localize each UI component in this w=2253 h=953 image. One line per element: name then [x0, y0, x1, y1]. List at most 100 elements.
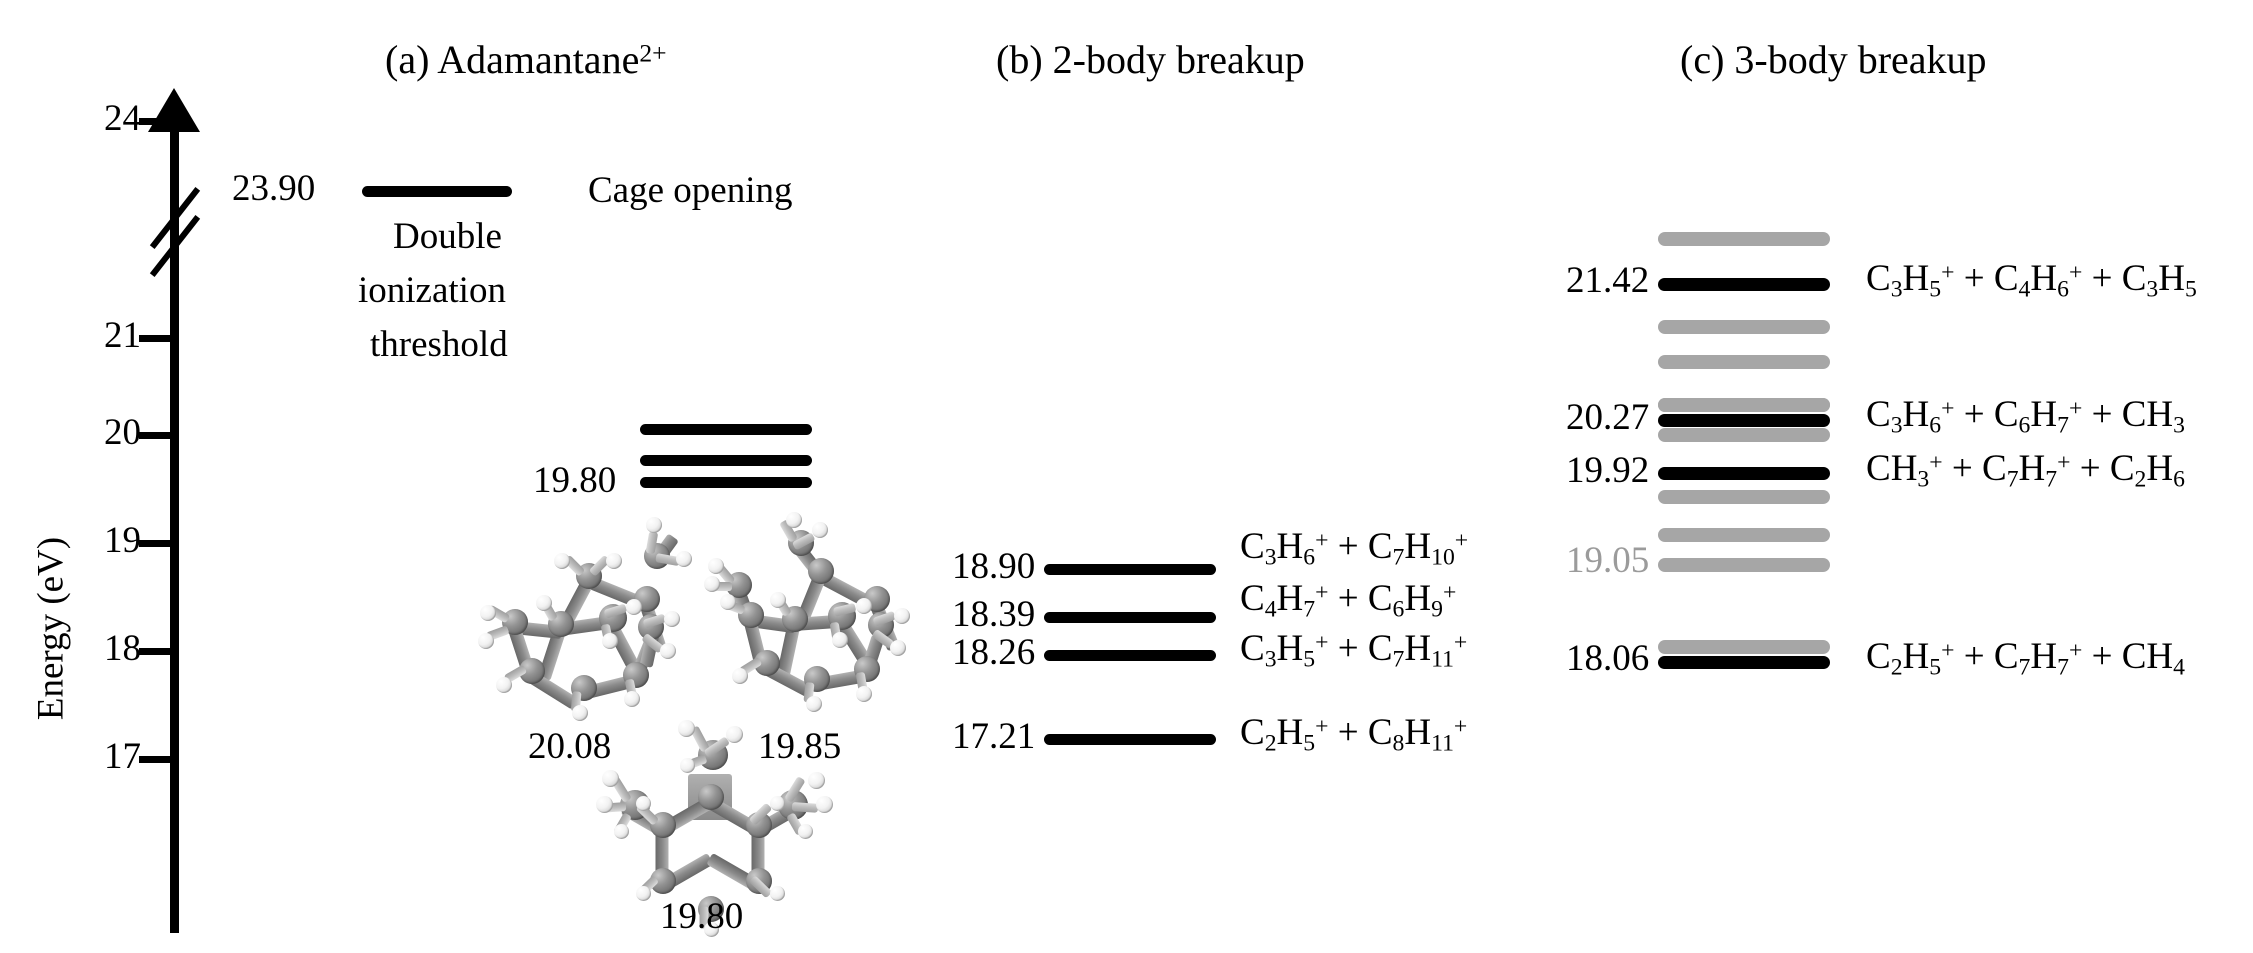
- level-formula-19-92: CH3+ + C7H7+ + C2H6: [1866, 450, 2185, 492]
- level-bar-18-39: [1044, 612, 1216, 623]
- formula-c: C: [1240, 578, 1265, 619]
- formula-charge: +: [1941, 637, 1955, 664]
- threshold-note-line1: Double: [393, 216, 502, 257]
- formula2-charge: +: [2068, 637, 2083, 664]
- formula2-c: C: [1993, 258, 2019, 299]
- level-bar-19-92: [1658, 467, 1830, 480]
- formula2-h: H: [1404, 526, 1432, 567]
- formula-h-count: 5: [1929, 654, 1942, 681]
- formula2-charge: +: [1454, 527, 1469, 554]
- formula2-c: C: [1993, 394, 2019, 435]
- formula2-h-count: 7: [2057, 412, 2069, 439]
- level-bar-18-90: [1044, 564, 1216, 575]
- formula-c-count: 3: [1264, 646, 1277, 673]
- level-bar-gray-20-56: [1658, 355, 1830, 369]
- formula2-c-count: 7: [1392, 646, 1405, 673]
- formula-charge: +: [1315, 579, 1329, 606]
- level-bar-cage-19-86: [640, 455, 812, 466]
- formula-h: H: [1902, 636, 1930, 677]
- molecule-2-energy-label: 19.85: [758, 726, 842, 767]
- formula-plus: +: [1337, 578, 1359, 619]
- formula-c-count: 3: [1890, 276, 1903, 303]
- formula2-charge: +: [1453, 713, 1468, 740]
- level-value-18-39: 18.39: [952, 594, 1036, 635]
- formula2-charge: +: [1442, 579, 1457, 606]
- formula-h: H: [1902, 394, 1930, 435]
- threshold-note-line3: threshold: [370, 324, 508, 365]
- formula2-h: H: [2030, 394, 2058, 435]
- formula-h: H: [1276, 578, 1304, 619]
- formula-charge: +: [1941, 395, 1955, 422]
- formula3-c: C: [2121, 258, 2147, 299]
- formula-h-count: 7: [1303, 596, 1316, 623]
- formula-h-count: 6: [1303, 544, 1316, 571]
- molecule-3-energy-label: 19.80: [660, 896, 744, 937]
- y-tick-label-24: 24: [104, 98, 141, 139]
- formula2-c: C: [1367, 712, 1393, 753]
- y-axis-label: Energy (eV): [30, 536, 72, 721]
- panel-b-title: (b) 2-body breakup: [996, 37, 1305, 82]
- formula2-charge: +: [2057, 449, 2071, 476]
- molecule-adamantane-cation-2: [700, 510, 930, 715]
- formula-h-count: 5: [1929, 276, 1942, 303]
- formula-h: H: [1890, 448, 1918, 489]
- formula2-c-count: 6: [1392, 596, 1405, 623]
- formula-h-count: 6: [1929, 412, 1942, 439]
- formula2-h-count: 7: [2045, 466, 2058, 493]
- formula-c-count: 4: [1264, 596, 1277, 623]
- formula-c-count: 3: [1890, 412, 1903, 439]
- panel-c-title: (c) 3-body breakup: [1680, 37, 1987, 82]
- level-bar-cage-20-10: [640, 424, 812, 435]
- formula2-h-count: 7: [2057, 654, 2069, 681]
- formula3-h-count: 6: [2173, 466, 2185, 493]
- formula-plus: +: [1337, 526, 1359, 567]
- molecule-trimethylbenzene-cation: [570, 700, 850, 937]
- formula3-h-count: 3: [2173, 412, 2185, 439]
- formula2-c: C: [1982, 448, 2007, 489]
- formula-c: C: [1240, 712, 1265, 753]
- formula-c-count: 3: [1264, 544, 1277, 571]
- y-tick-18: [139, 648, 172, 655]
- panel-a-title-text: (a) Adamantane: [385, 37, 640, 82]
- threshold-note-line2: ionization: [358, 270, 506, 311]
- level-bar-20-27: [1658, 414, 1830, 427]
- level-value-19-92: 19.92: [1566, 450, 1650, 491]
- cage-value-label: 19.80: [533, 460, 617, 501]
- level-value-17-21: 17.21: [952, 716, 1036, 757]
- y-tick-21: [139, 335, 172, 342]
- level-bar-threshold-23-90: [362, 186, 512, 197]
- y-tick-20: [139, 432, 172, 439]
- level-value-19-05: 19.05: [1566, 540, 1650, 581]
- formula2-h: H: [2030, 258, 2058, 299]
- formula-plus-2: +: [2091, 258, 2113, 299]
- formula2-h: H: [1404, 628, 1432, 669]
- panel-a-title: (a) Adamantane2+: [385, 40, 667, 80]
- level-formula-18-90: C3H6+ + C7H10+: [1240, 528, 1468, 570]
- formula-plus-2: +: [2091, 636, 2113, 677]
- level-formula-18-39: C4H7+ + C6H9+: [1240, 580, 1456, 622]
- y-tick-label-20: 20: [104, 412, 141, 453]
- formula2-charge: +: [1453, 629, 1468, 656]
- formula-plus-1: +: [1963, 636, 1985, 677]
- level-formula-18-26: C3H5+ + C7H11+: [1240, 630, 1467, 672]
- formula2-c-count: 8: [1392, 730, 1405, 757]
- panel-a-title-charge: 2+: [639, 38, 667, 68]
- formula3-h-count: 5: [2184, 276, 2197, 303]
- level-bar-gray-18-18: [1658, 640, 1830, 654]
- formula2-h: H: [2018, 448, 2046, 489]
- formula-h: H: [1902, 258, 1930, 299]
- formula-c: C: [1240, 526, 1265, 567]
- formula-c: C: [1866, 448, 1891, 489]
- y-tick-24: [139, 118, 172, 125]
- formula-charge: +: [1929, 449, 1943, 476]
- y-tick-label-19: 19: [104, 520, 141, 561]
- formula2-c-count: 7: [1392, 544, 1405, 571]
- level-formula-20-27: C3H6+ + C6H7+ + CH3: [1866, 396, 2185, 438]
- level-bar-gray-19-21: [1658, 558, 1830, 572]
- y-tick-label-18: 18: [104, 628, 141, 669]
- formula-c: C: [1866, 258, 1891, 299]
- y-axis-arrowhead: [148, 88, 200, 132]
- level-bar-gray-19-46: [1658, 528, 1830, 542]
- level-formula-18-06: C2H5+ + C7H7+ + CH4: [1866, 638, 2185, 680]
- formula-plus: +: [1337, 628, 1359, 669]
